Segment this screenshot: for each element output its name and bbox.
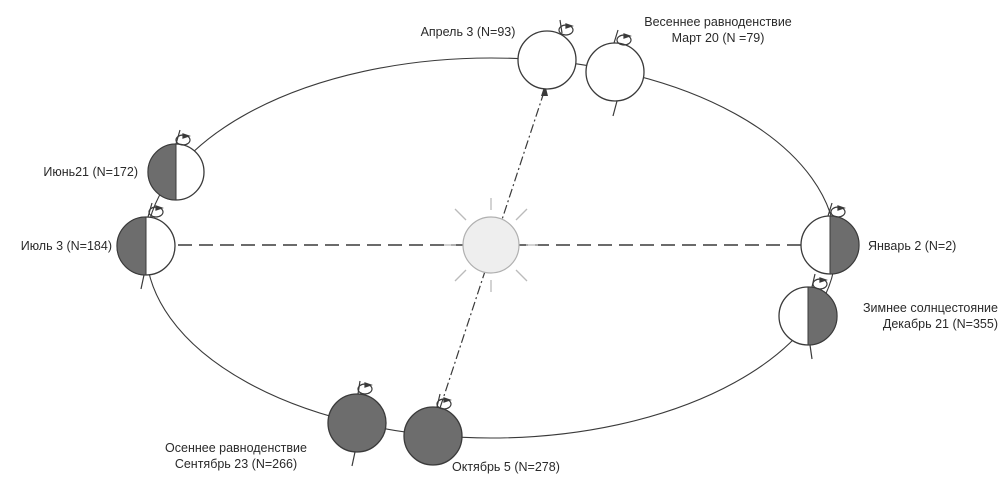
label-october-text: Октябрь 5 (N=278) bbox=[452, 460, 560, 474]
rotation-arrow-april-icon bbox=[558, 19, 574, 36]
earth-january-icon bbox=[800, 215, 860, 275]
label-autumn-equinox-title: Осеннее равноденствие bbox=[165, 441, 307, 455]
label-winter-solstice-title: Зимнее солнцестояние bbox=[862, 301, 998, 315]
earth-june-icon bbox=[147, 143, 205, 201]
equinox-line-arrowhead bbox=[541, 84, 548, 96]
label-spring-equinox-title: Весеннее равноденствие bbox=[644, 15, 792, 29]
rotation-arrow-june-icon bbox=[175, 129, 191, 146]
earth-autumn-equinox-icon bbox=[327, 393, 387, 467]
label-spring-equinox: Весеннее равноденствие Март 20 (N =79) bbox=[638, 14, 798, 46]
label-autumn-equinox: Осеннее равноденствие Сентябрь 23 (N=266… bbox=[148, 440, 324, 472]
label-april-text: Апрель 3 (N=93) bbox=[420, 25, 516, 39]
label-june-text: Июнь21 (N=172) bbox=[43, 165, 138, 179]
rotation-arrow-autumn-icon bbox=[357, 380, 373, 395]
rotation-arrow-july-icon bbox=[147, 202, 164, 218]
label-winter-solstice-date: Декабрь 21 (N=355) bbox=[882, 317, 998, 331]
label-winter-solstice: Зимнее солнцестояние Декабрь 21 (N=355) bbox=[822, 300, 998, 332]
label-january: Январь 2 (N=2) bbox=[868, 238, 978, 254]
rotation-arrow-january-icon bbox=[827, 202, 846, 218]
sun-icon bbox=[444, 198, 538, 292]
label-january-text: Январь 2 (N=2) bbox=[868, 239, 957, 253]
rotation-arrow-spring-icon bbox=[613, 29, 632, 46]
label-june: Июнь21 (N=172) bbox=[12, 164, 138, 180]
earth-october-icon bbox=[403, 406, 463, 466]
label-april: Апрель 3 (N=93) bbox=[404, 24, 532, 40]
earth-winter-solstice-icon bbox=[778, 286, 838, 360]
earth-spring-equinox-icon bbox=[585, 42, 645, 117]
earth-april-icon bbox=[517, 30, 577, 90]
label-october: Октябрь 5 (N=278) bbox=[452, 459, 592, 475]
rotation-arrow-october-icon bbox=[436, 393, 452, 410]
earth-july-icon bbox=[116, 216, 176, 290]
rotation-arrow-winter-icon bbox=[811, 273, 828, 290]
label-spring-equinox-date: Март 20 (N =79) bbox=[671, 31, 765, 45]
label-july-text: Июль 3 (N=184) bbox=[20, 239, 112, 253]
label-july: Июль 3 (N=184) bbox=[0, 238, 112, 254]
label-autumn-equinox-date: Сентябрь 23 (N=266) bbox=[174, 457, 298, 471]
